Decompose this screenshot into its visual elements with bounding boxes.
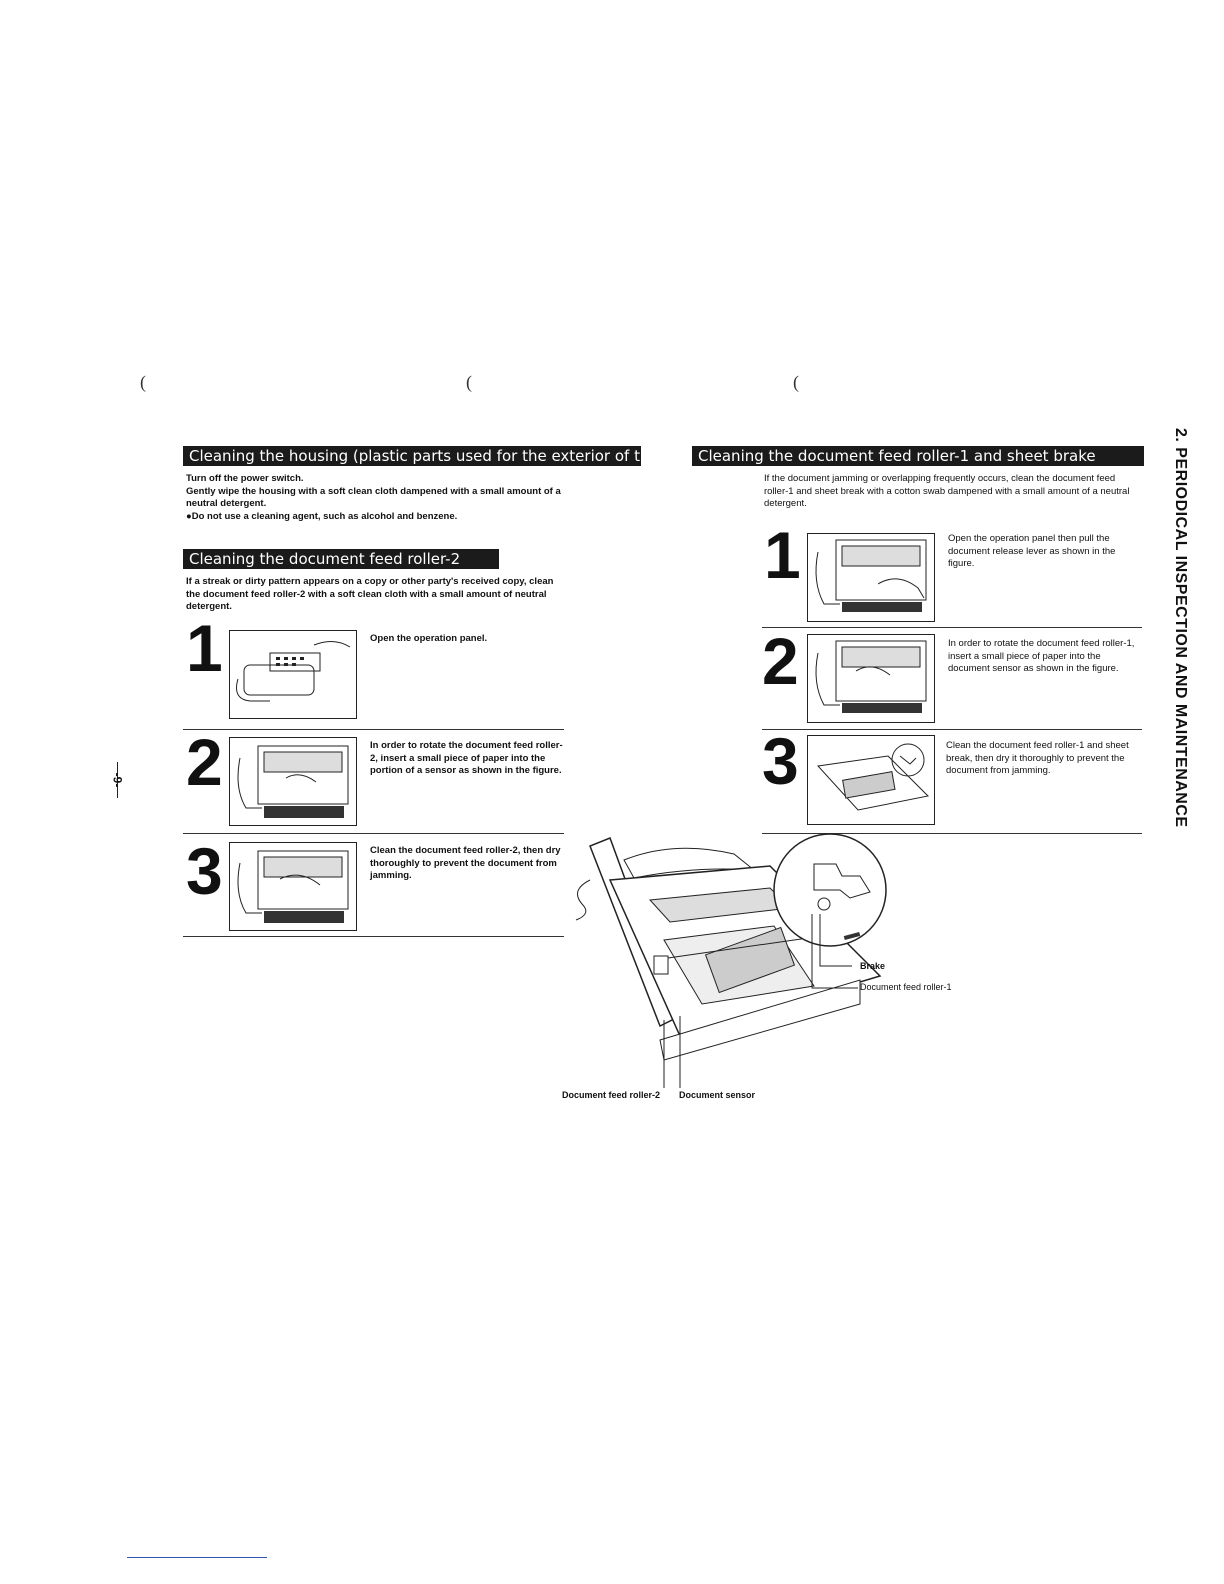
label-document-sensor: Document sensor xyxy=(679,1090,756,1100)
roller1-step-2-text: In order to rotate the document feed rol… xyxy=(948,638,1135,674)
roller1-title: Cleaning the document feed roller-1 and … xyxy=(692,446,1144,466)
step-figure-clean-brake xyxy=(807,735,935,825)
fax-machine-diagram xyxy=(560,830,980,1090)
roller1-intro: If the document jamming or overlapping f… xyxy=(764,473,1130,509)
roller1-step-2-number: 2 xyxy=(762,624,799,698)
label-document-feed-roller-2: Document feed roller-2 xyxy=(562,1090,661,1100)
label-brake: Brake xyxy=(860,961,886,971)
roller1-step-1-text: Open the operation panel then pull the d… xyxy=(948,533,1116,569)
divider xyxy=(762,729,1142,730)
stray-mark-3: ( xyxy=(793,372,799,392)
bottom-rule xyxy=(127,1557,267,1558)
roller2-intro: If a streak or dirty pattern appears on … xyxy=(186,576,554,612)
roller2-step-3-number: 3 xyxy=(186,834,223,908)
roller2-step-3-text: Clean the document feed roller-2, then d… xyxy=(370,845,561,881)
roller1-step-1-number: 1 xyxy=(764,518,801,592)
page-number: -9- xyxy=(108,762,128,798)
housing-text: Turn off the power switch. Gently wipe t… xyxy=(186,473,571,523)
divider xyxy=(183,729,564,730)
stray-mark-2: ( xyxy=(466,372,472,392)
housing-line-2: Gently wipe the housing with a soft clea… xyxy=(186,485,561,510)
step-figure-insert-paper xyxy=(229,737,357,826)
step-figure-release-lever xyxy=(807,533,935,622)
step-figure-sensor-paper xyxy=(807,634,935,723)
roller2-step-1-text: Open the operation panel. xyxy=(370,633,488,644)
housing-title: Cleaning the housing (plastic parts used… xyxy=(183,446,698,466)
step-figure-open-panel xyxy=(229,630,357,719)
roller1-step-3-number: 3 xyxy=(762,724,799,798)
chapter-side-title: 2. PERIODICAL INSPECTION AND MAINTENANCE xyxy=(1172,428,1189,828)
roller2-step-1-number: 1 xyxy=(186,611,223,685)
divider xyxy=(183,936,564,937)
divider xyxy=(183,833,564,834)
roller2-step-2-number: 2 xyxy=(186,725,223,799)
divider xyxy=(762,833,1142,834)
divider xyxy=(762,627,1142,628)
roller2-step-2-text: In order to rotate the document feed rol… xyxy=(370,740,563,776)
step-figure-clean-roller xyxy=(229,842,357,931)
roller1-step-3-text: Clean the document feed roller-1 and she… xyxy=(946,740,1129,776)
roller2-title: Cleaning the document feed roller-2 xyxy=(183,549,499,569)
housing-line-3: ●Do not use a cleaning agent, such as al… xyxy=(186,510,458,522)
stray-mark-1: ( xyxy=(140,372,146,392)
label-document-feed-roller-1: Document feed roller-1 xyxy=(860,982,952,992)
housing-line-1: Turn off the power switch. xyxy=(186,473,304,484)
